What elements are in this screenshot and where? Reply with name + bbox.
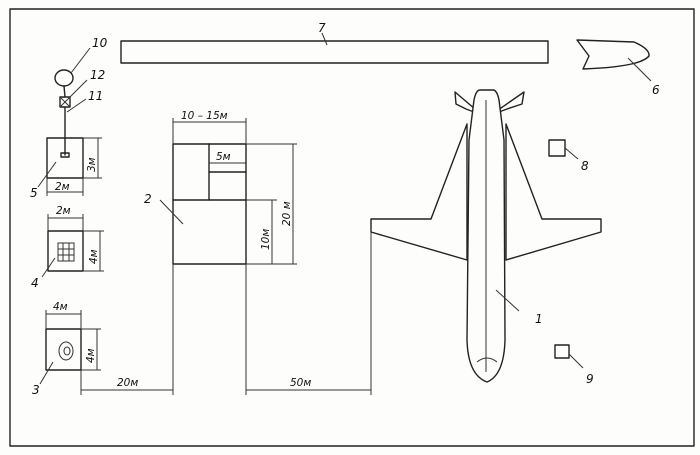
dim-3m: 3м [86,157,98,172]
dim-4m-bot-height: 4м [85,348,97,363]
callout-1: 1 [535,312,543,326]
dim-20m-vertical: 20 м [281,201,293,226]
callout-3: 3 [32,383,40,397]
callout-11: 11 [88,89,103,103]
square-9 [554,344,570,359]
callout-6: 6 [652,83,660,97]
unit-5 [37,47,102,196]
site-2 [159,118,297,265]
aircraft [370,89,602,383]
callout-10: 10 [92,36,108,50]
dim-2m-top: 2м [55,181,70,193]
dim-2m-mid: 2м [56,205,71,217]
dim-10m-vertical: 10м [260,229,272,250]
square-8 [548,139,566,157]
callout-5: 5 [30,186,38,200]
callout-7: 7 [318,21,326,35]
callout-4: 4 [31,276,39,290]
tank-icon [58,341,74,361]
dim-4m-mid: 4м [88,249,100,264]
dim-width-10-15: 10 – 15м [181,110,228,122]
unit-4 [41,214,104,278]
dim-gap-20m: 20м [117,377,138,389]
dim-4m-bot-width: 4м [53,301,68,313]
dim-5m: 5м [216,151,231,163]
strip-7 [120,40,549,64]
callout-12: 12 [90,68,105,82]
object-6 [576,39,650,70]
callout-8: 8 [581,159,589,173]
frame [9,8,695,447]
callout-9: 9 [586,372,594,386]
dim-gap-50m: 50м [290,377,311,389]
unit-3 [39,310,101,385]
callout-2: 2 [144,192,152,206]
generator-icon [57,242,75,262]
